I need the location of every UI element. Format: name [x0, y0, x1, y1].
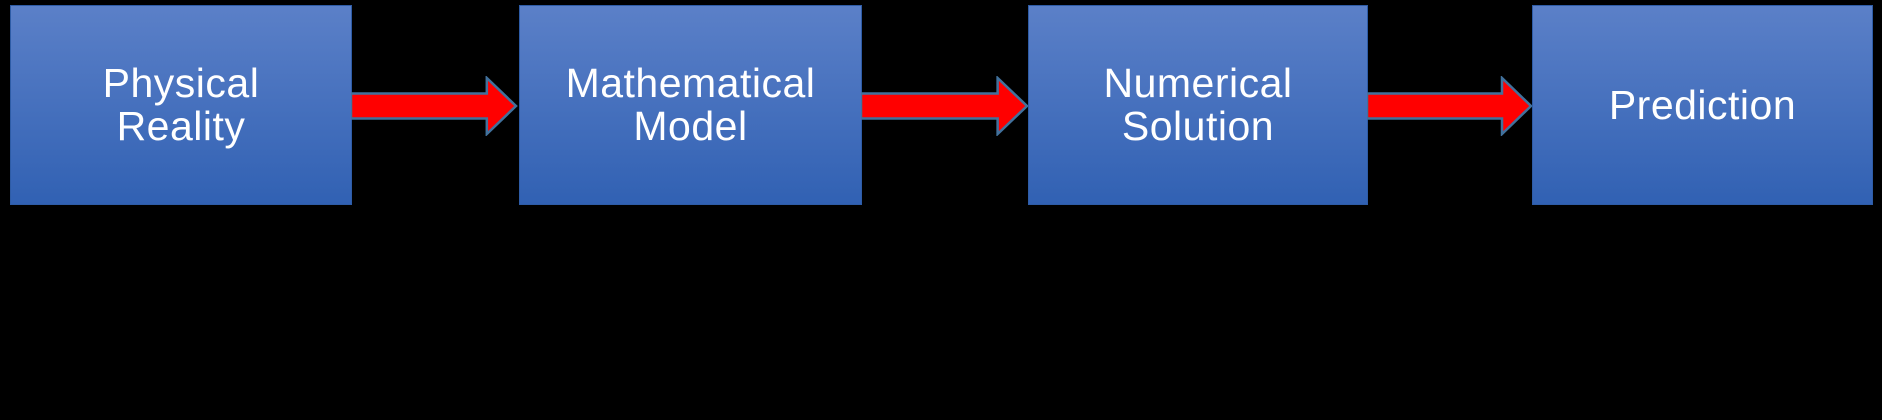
node-prediction: Prediction [1532, 5, 1873, 205]
right-block-arrow-icon [861, 76, 1029, 136]
node-label-numerical-solution: Numerical Solution [1103, 60, 1293, 149]
right-block-arrow-icon [1367, 76, 1533, 136]
node-label-prediction: Prediction [1608, 81, 1797, 128]
node-numerical-solution: Numerical Solution [1028, 5, 1368, 205]
node-label-physical-reality: Physical Reality [102, 60, 260, 149]
flow-arrow-3 [1367, 76, 1533, 136]
node-mathematical-model: Mathematical Model [519, 5, 862, 205]
flow-arrow-1 [351, 76, 518, 136]
right-block-arrow-icon [351, 76, 518, 136]
node-label-mathematical-model: Mathematical Model [565, 60, 816, 149]
node-physical-reality: Physical Reality [10, 5, 352, 205]
flow-arrow-2 [861, 76, 1029, 136]
